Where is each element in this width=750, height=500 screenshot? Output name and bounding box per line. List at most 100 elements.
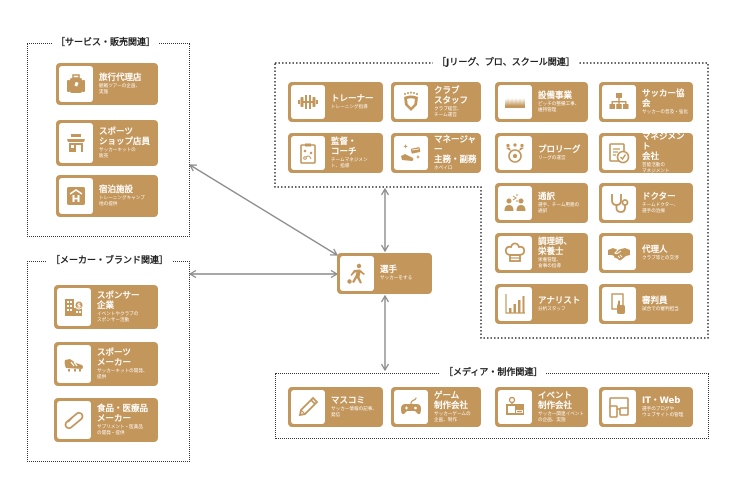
- card-title: ゲーム 制作会社: [434, 390, 469, 411]
- card-desc: サッカーの普及・強化: [642, 109, 688, 115]
- interpreter-icon: [498, 186, 532, 220]
- card-title: IT・Web: [642, 395, 681, 406]
- card-manager-coach[interactable]: 監督・ コーチチームマネジメン ト、指導: [288, 133, 383, 173]
- soccer-player-icon: [340, 256, 374, 291]
- card-title: プロリーグ: [538, 144, 581, 155]
- card-sports-shop[interactable]: スポーツ ショップ店員サッカーキットの 販売: [56, 120, 158, 166]
- card-title: イベント 制作会社: [538, 390, 573, 411]
- card-desc: トレーニングキャンプ 地の提供: [99, 195, 145, 207]
- card-food-medicine-maker[interactable]: 食品・医療品 メーカーサプリメント・医薬品 の開発・提供: [54, 398, 158, 442]
- card-desc: サプリメント・医薬品 の開発・提供: [97, 424, 143, 436]
- card-title: 監督・ コーチ: [331, 136, 357, 157]
- capsule-icon: [57, 401, 91, 439]
- schedule-clock-icon: [602, 136, 636, 170]
- card-football-association[interactable]: サッカー協会サッカーの普及・強化: [599, 82, 693, 122]
- card-sports-maker[interactable]: スポーツ メーカーサッカーキットの開発、 提供: [54, 342, 158, 386]
- card-game-company[interactable]: ゲーム 制作会社サッカーゲームの 企画、制作: [391, 387, 481, 427]
- card-desc: 栄養管理、 食事の指導: [538, 257, 561, 269]
- card-agent[interactable]: 代理人クラブ等との交渉: [599, 233, 693, 273]
- devices-icon: [602, 390, 636, 424]
- card-title: 旅行代理店: [99, 72, 142, 83]
- card-title: マスコミ: [331, 395, 366, 406]
- card-player[interactable]: 選手サッカーをする: [337, 253, 432, 294]
- card-pro-league[interactable]: プロリーグリーグの運営: [495, 133, 588, 173]
- stethoscope-icon: [602, 186, 636, 220]
- pencil-icon: [291, 390, 325, 424]
- card-facility-business[interactable]: 設備事業ピッチの整備工事、 維持管理: [495, 82, 588, 122]
- handshake-icon: [602, 236, 636, 270]
- card-desc: 選手、チーム用務の 通訳: [538, 202, 580, 214]
- card-accommodation[interactable]: 宿泊施設トレーニングキャンプ 地の提供: [56, 175, 158, 217]
- shop-icon: [59, 123, 93, 163]
- hotel-icon: [59, 178, 93, 214]
- card-title: トレーナー: [331, 93, 374, 104]
- card-club-staff[interactable]: クラブ スタッフクラブ経営、 チーム運営: [391, 82, 481, 122]
- card-interpreter[interactable]: 通訳選手、チーム用務の 通訳: [495, 183, 588, 223]
- card-desc: リーグの運営: [538, 155, 566, 161]
- card-title: アナリスト: [538, 295, 581, 306]
- card-title: 食品・医療品 メーカー: [97, 403, 149, 424]
- card-desc: サッカーキットの 販売: [99, 147, 136, 159]
- clipboard-tactics-icon: [291, 136, 325, 170]
- card-desc: 芸能活動の マネジメント: [642, 162, 670, 174]
- dumbbell-icon: [291, 85, 325, 119]
- card-desc: ピッチの整備工事、 維持管理: [538, 101, 580, 113]
- bar-chart-icon: [498, 287, 532, 321]
- card-desc: サッカーキットの開発、 提供: [97, 368, 148, 380]
- cleats-sparkle-icon: [394, 136, 428, 170]
- card-desc: 試合での審判担当: [642, 306, 679, 312]
- svg-text:$: $: [77, 302, 81, 309]
- card-team-manager[interactable]: マネージャー 主務・副務ホペイロ: [391, 133, 481, 173]
- jleague-group-border: [274, 62, 709, 339]
- card-title: スポンサー 企業: [97, 290, 140, 311]
- card-event-company[interactable]: イベント 制作会社サッカー関連イベント の企画、実施: [495, 387, 588, 427]
- card-cook-nutritionist[interactable]: 調理師、 栄養士栄養管理、 食事の指導: [495, 233, 588, 273]
- card-title: 通訳: [538, 191, 556, 202]
- card-media-press[interactable]: マスコミサッカー情報の記事、 発信: [288, 387, 383, 427]
- card-desc: サッカーをする: [380, 276, 413, 281]
- card-desc: トレーニング指導: [331, 104, 368, 110]
- jleague-group-title: ［Jリーグ、プロ、スクール関連］: [433, 57, 579, 69]
- card-trainer[interactable]: トレーナートレーニング指導: [288, 82, 383, 122]
- card-title: スポーツ メーカー: [97, 347, 132, 368]
- card-desc: ホペイロ: [434, 165, 453, 171]
- card-management-company[interactable]: マネジメント 会社芸能活動の マネジメント: [599, 133, 693, 173]
- game-controller-icon: [394, 390, 428, 424]
- event-ticket-icon: [498, 390, 532, 424]
- card-title: 代理人: [642, 244, 668, 255]
- sponsor-building-icon: $: [57, 288, 91, 326]
- card-title: マネージャー 主務・副務: [434, 134, 477, 165]
- card-travel-agency[interactable]: 旅行代理店観戦ツアーの企画、 実施: [56, 63, 158, 105]
- card-sponsor-company[interactable]: $ スポンサー 企業イベントやクラブの スポンサー活動: [54, 285, 158, 329]
- card-analyst[interactable]: アナリスト分析スタッフ: [495, 284, 588, 324]
- card-title: クラブ スタッフ: [434, 85, 469, 106]
- soccer-ball-people-icon: [498, 136, 532, 170]
- card-desc: 選手のブログや ウェブサイトの管理: [642, 406, 684, 418]
- card-desc: チームドクター、 選手の治療: [642, 202, 679, 214]
- card-desc: チームマネジメン ト、指導: [331, 157, 368, 169]
- card-title: ドクター: [642, 191, 676, 202]
- card-desc: サッカーゲームの 企画、制作: [434, 411, 471, 423]
- soccer-cleat-icon: [57, 345, 91, 383]
- card-desc: クラブ経営、 チーム運営: [434, 106, 462, 118]
- card-title: 設備事業: [538, 90, 573, 101]
- card-referee[interactable]: 審判員試合での審判担当: [599, 284, 693, 324]
- card-title: 選手: [380, 265, 398, 275]
- card-desc: サッカー情報の記事、 発信: [331, 406, 377, 418]
- service-group-title: ［サービス・販売関連］: [52, 37, 160, 49]
- card-desc: サッカー関連イベント の企画、実施: [538, 411, 584, 423]
- card-title: 調理師、 栄養士: [538, 236, 573, 257]
- maker-group-title: ［メーカー・ブランド関連］: [47, 255, 173, 267]
- org-chart-icon: [602, 85, 636, 119]
- card-doctor[interactable]: ドクターチームドクター、 選手の治療: [599, 183, 693, 223]
- card-desc: 分析スタッフ: [538, 306, 566, 312]
- club-emblem-icon: [394, 85, 428, 119]
- card-desc: 観戦ツアーの企画、 実施: [99, 83, 141, 95]
- turf-icon: [498, 85, 532, 119]
- chef-hat-icon: [498, 236, 532, 270]
- card-desc: クラブ等との交渉: [642, 255, 679, 261]
- card-desc: イベントやクラブの スポンサー活動: [97, 311, 139, 323]
- luggage-icon: [59, 66, 93, 102]
